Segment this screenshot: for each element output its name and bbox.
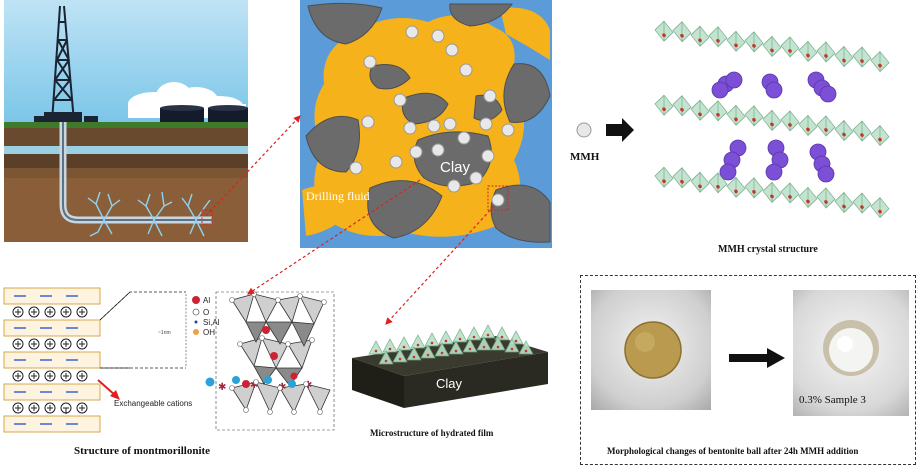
atom-legend: [192, 296, 200, 335]
bentonite-panel: 0.3% Sample 3 Morphological changes of b…: [580, 275, 916, 465]
montmorillonite-caption: Structure of montmorillonite: [74, 445, 211, 457]
rig-platform: [44, 112, 82, 122]
mmh-particle: [576, 122, 592, 138]
micro-structure-panel: Clay Drilling fluid: [300, 0, 552, 248]
clay-label: Clay: [436, 376, 463, 391]
hydrated-film-panel: Clay: [346, 318, 554, 422]
sample-label: 0.3% Sample 3: [799, 394, 866, 406]
zoom-box: [487, 185, 509, 211]
arrow-rig-to-micro: [205, 115, 301, 217]
legend-oh: OH: [203, 328, 215, 337]
grass-layer: [4, 122, 248, 128]
spacing-label: ~1nm: [158, 330, 171, 336]
arrow-clay-to-montmorillonite: [246, 179, 421, 295]
hydrated-film-illustration: Clay: [352, 324, 548, 408]
svg-text:✱: ✱: [250, 380, 258, 391]
clay-label: Clay: [440, 159, 471, 176]
legend-al: Al: [203, 296, 210, 305]
legend-o: O: [203, 308, 209, 317]
montmorillonite-illustration: ~1nm Al O Si,Al OH: [3, 287, 335, 433]
fracture-network: [87, 191, 211, 237]
bentonite-photo-after: 0.3% Sample 3: [793, 290, 909, 416]
interlayer-ions-top: [711, 71, 837, 103]
drilling-rig-panel: [4, 0, 248, 242]
mmh-crystal-panel: MMH: [570, 8, 918, 263]
exchangeable-cations-label: Exchangeable cations: [114, 399, 192, 408]
mmh-particles: [349, 25, 515, 207]
legend-si-al: Si,Al: [203, 318, 220, 327]
right-arrow-icon: [729, 348, 785, 368]
drilling-fluid-label: Drilling fluid: [306, 189, 370, 203]
bentonite-caption: Morphological changes of bentonite ball …: [607, 446, 859, 456]
clay-layer-stack: [3, 287, 101, 433]
storage-tanks: [160, 105, 248, 124]
mmh-crystal-caption: MMH crystal structure: [718, 244, 818, 255]
arrow-mmh-to-film: [385, 205, 495, 325]
zoom-box: [201, 209, 213, 225]
mmh-label: MMH: [570, 151, 600, 163]
svg-text:✱: ✱: [218, 382, 226, 393]
right-arrow-icon: [606, 118, 634, 142]
bentonite-photo-before: [591, 290, 711, 410]
derrick-tower: [51, 5, 75, 123]
mmh-crystal-illustration: MMH: [570, 19, 890, 220]
tot-structure: ✱✱✱✱: [205, 291, 335, 431]
micro-structure-illustration: Clay Drilling fluid: [300, 0, 552, 248]
drilling-rig-illustration: [4, 0, 248, 242]
interlayer-ions-bottom: [719, 139, 835, 183]
hydrated-film-caption: Microstructure of hydrated film: [370, 428, 494, 438]
montmorillonite-panel: ~1nm Al O Si,Al OH: [0, 284, 340, 434]
